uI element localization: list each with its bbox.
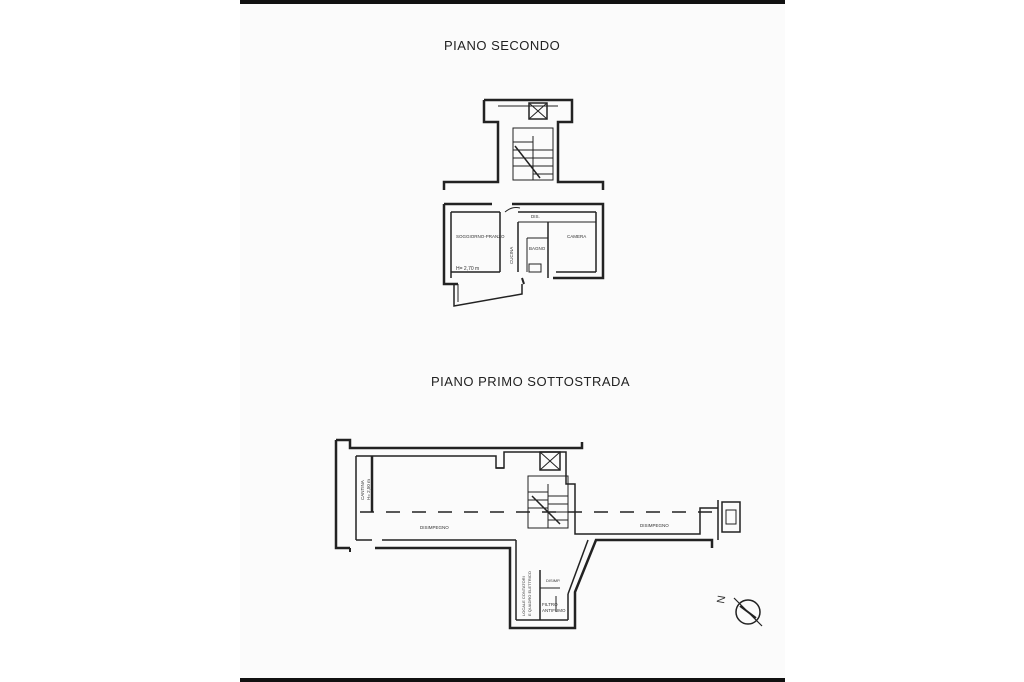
lower-end-shaft	[721, 501, 741, 533]
label-cantina: CANTINA	[360, 480, 365, 500]
lower-plan-title: PIANO PRIMO SOTTOSTRADA	[431, 374, 631, 389]
label-disimp: DISIMP.	[546, 578, 560, 583]
compass-north-label: N	[715, 595, 728, 605]
upper-elevator	[528, 102, 548, 120]
label-cucina: CUCINA	[509, 247, 514, 264]
compass-icon	[733, 597, 763, 627]
drawing-sheet	[240, 0, 785, 682]
label-locale-line2: E QUADRO ELETTRICO	[527, 571, 532, 616]
upper-stairs	[512, 127, 554, 181]
sheet-top-border	[240, 0, 785, 4]
label-camera: CAMERA	[567, 234, 586, 239]
upper-balcony	[453, 284, 523, 307]
lower-elevator	[539, 451, 561, 471]
sheet-bottom-border	[240, 678, 785, 682]
label-bagno: BAGNO	[529, 246, 546, 251]
label-soggiorno: SOGGIORNO-PRANZO	[456, 234, 505, 239]
upper-floor-plan	[442, 98, 605, 307]
label-filtro-line1: FILTRO	[542, 602, 558, 607]
label-locale-line1: LOCALE CONTATORI	[521, 576, 526, 616]
label-disimpegno-left: DISIMPEGNO	[420, 525, 449, 530]
label-dis: DIS.	[531, 214, 540, 219]
lower-floor-plan	[334, 438, 741, 630]
label-disimpegno-right: DISIMPEGNO	[640, 523, 669, 528]
label-height-cantina: H= 2,50 m	[366, 479, 371, 500]
label-height-upper: H= 2,70 m	[456, 266, 479, 272]
upper-plan-title: PIANO SECONDO	[444, 38, 561, 53]
label-filtro-line2: ANTIFUMO	[542, 608, 566, 613]
